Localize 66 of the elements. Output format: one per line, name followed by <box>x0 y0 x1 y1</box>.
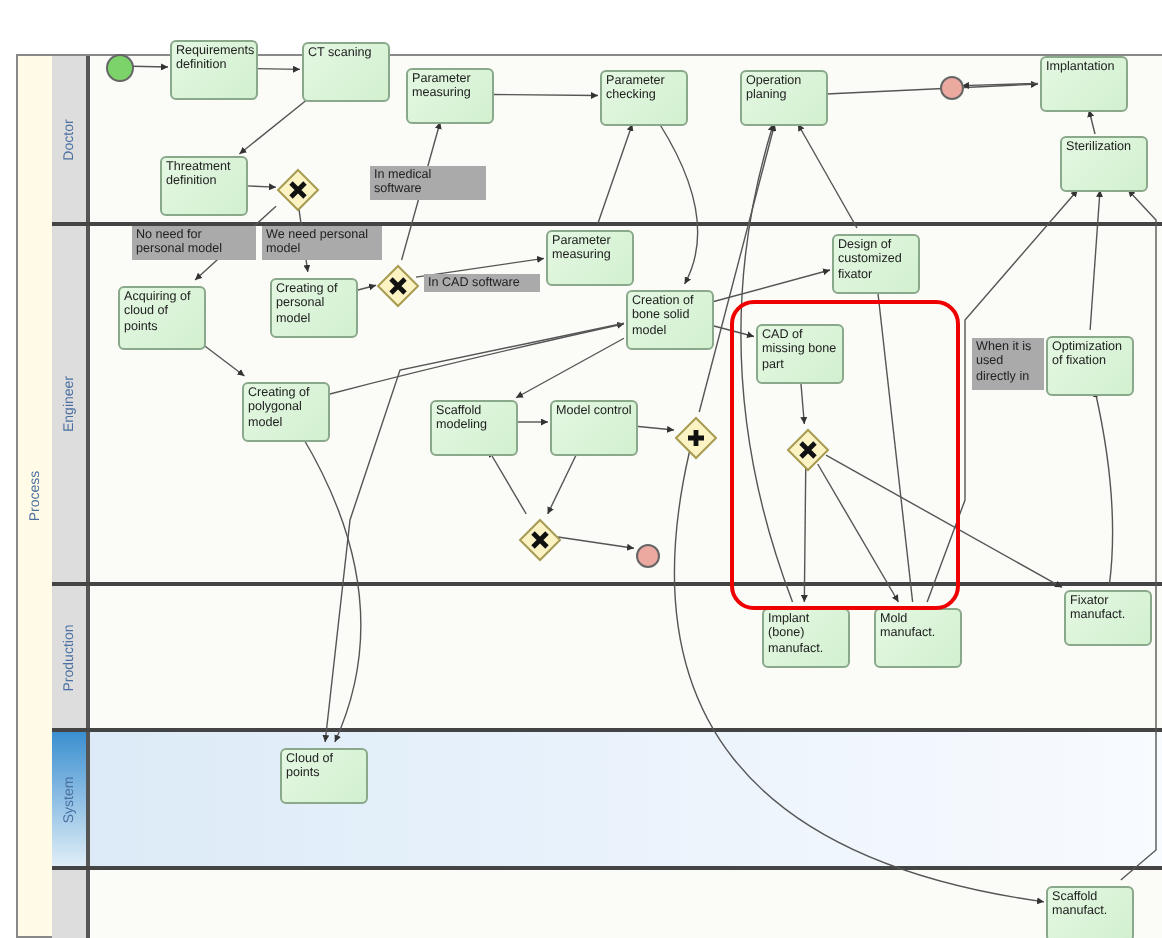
task-box <box>762 608 850 668</box>
arrow <box>698 123 777 413</box>
swimlane <box>52 582 1162 728</box>
arrow <box>131 63 169 71</box>
arrow <box>415 255 545 278</box>
task-box <box>600 70 688 126</box>
arrow <box>491 91 599 99</box>
task-box <box>546 230 634 286</box>
gateway-diamond <box>788 430 828 470</box>
task-box <box>430 400 518 456</box>
arrow <box>355 283 377 292</box>
task-box <box>118 286 206 350</box>
gateway-diamond <box>520 520 560 560</box>
gateway-diamond <box>676 418 716 458</box>
task-box <box>1046 886 1134 938</box>
arrow <box>597 123 634 225</box>
arrow <box>658 123 699 285</box>
swimlane <box>52 222 1162 582</box>
task-box <box>170 40 258 100</box>
swimlane <box>52 866 1162 938</box>
task-box <box>406 68 494 124</box>
arrow <box>817 463 900 603</box>
arrow <box>327 321 625 396</box>
task-box <box>832 234 920 294</box>
arrow <box>825 454 1063 589</box>
arrow <box>926 189 1079 603</box>
arrow <box>515 418 549 426</box>
task-box <box>756 324 844 384</box>
arrow <box>1087 109 1096 135</box>
task-box <box>270 278 358 338</box>
arrow <box>255 65 301 73</box>
task-box <box>874 608 962 668</box>
arrow <box>635 425 675 433</box>
arrow <box>201 343 246 377</box>
task-box <box>1046 336 1134 396</box>
task-box <box>626 290 714 350</box>
task-box <box>160 156 248 216</box>
task-box <box>1064 590 1152 646</box>
gateway-diamond <box>278 170 318 210</box>
arrow <box>1120 189 1157 881</box>
arrow <box>711 324 755 339</box>
task-box <box>280 748 368 804</box>
start-event-circle <box>106 54 134 82</box>
arrow <box>673 451 1045 905</box>
task-box <box>302 42 390 102</box>
arrow <box>800 463 808 603</box>
task-box <box>242 382 330 442</box>
task-box <box>1060 136 1148 192</box>
arrow <box>711 268 831 303</box>
end-event-circle <box>940 76 964 100</box>
arrow <box>740 123 794 603</box>
arrow <box>797 123 858 229</box>
arrow <box>238 99 308 155</box>
arrow <box>1089 189 1103 331</box>
arrow <box>961 81 1039 89</box>
task-box <box>1040 56 1128 112</box>
arrow <box>322 322 625 743</box>
arrow <box>825 80 1039 95</box>
arrow <box>557 536 635 551</box>
task-box <box>550 400 638 456</box>
gateway-diamond <box>378 266 418 306</box>
swimlane <box>52 728 1162 866</box>
arrow <box>515 337 625 399</box>
arrow <box>245 183 277 191</box>
task-box <box>740 70 828 126</box>
end-event-circle <box>636 544 660 568</box>
